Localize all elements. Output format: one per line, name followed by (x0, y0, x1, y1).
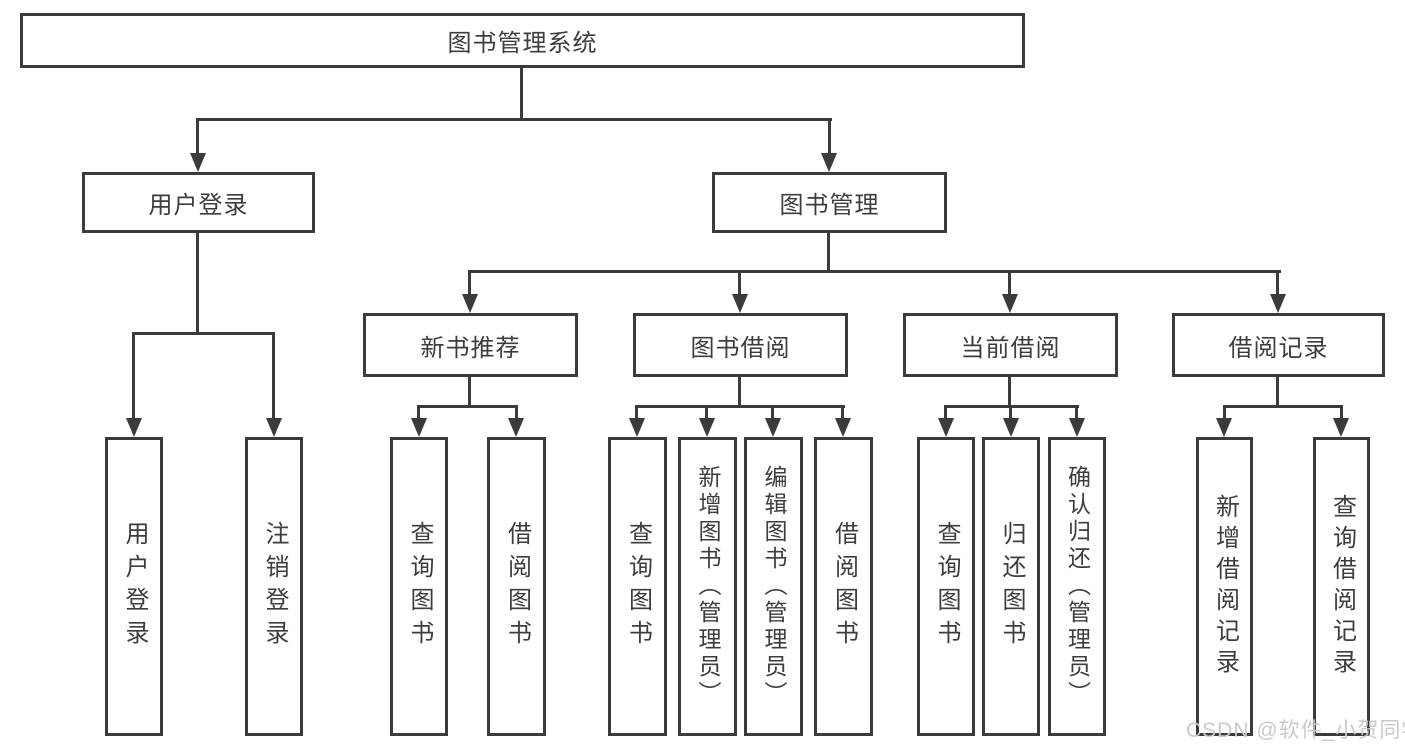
connector-level3-branch (468, 270, 1281, 273)
connector-cb1-drop (944, 405, 947, 418)
connector-borrow-drop (738, 270, 741, 294)
connector-rr1-drop (1223, 405, 1226, 418)
leaf-borrow-query-books: 查询图书 (608, 437, 667, 736)
connector-bb4-drop (841, 405, 844, 418)
csdn-watermark: CSDN @软件_小贺同学 (1186, 719, 1405, 742)
node-label: 图书管理 (779, 192, 880, 219)
leaf-label: 新增图书（管理员） (695, 465, 721, 708)
connector-logout-leaf-drop (272, 332, 275, 418)
arrowhead-current (1002, 294, 1018, 313)
arrowhead-records (1270, 294, 1286, 313)
node-library-management-system: 图书管理系统 (20, 13, 1025, 68)
connector-recommend-stem (468, 377, 471, 408)
node-label: 图书管理系统 (447, 30, 598, 57)
arrowhead-bb2 (699, 418, 715, 437)
connector-records-branch (1223, 405, 1343, 408)
leaf-current-query-books: 查询图书 (917, 437, 975, 736)
arrowhead-login-leaf (126, 418, 142, 437)
leaf-add-books-admin: 新增图书（管理员） (678, 437, 737, 736)
leaf-user-login: 用户登录 (105, 437, 163, 736)
leaf-logout: 注销登录 (245, 437, 303, 736)
arrowhead-rr1 (1216, 418, 1232, 437)
node-borrow-records: 借阅记录 (1172, 313, 1385, 377)
node-book-management: 图书管理 (712, 172, 947, 233)
leaf-confirm-return-admin: 确认归还（管理员） (1048, 437, 1106, 736)
leaf-label: 查询图书 (933, 520, 960, 653)
leaf-label: 借阅图书 (503, 520, 531, 653)
node-book-borrow: 图书借阅 (633, 313, 848, 377)
connector-borrow-branch (635, 405, 845, 408)
arrowhead-cb2 (1003, 418, 1019, 437)
arrowhead-rec-query (411, 418, 427, 437)
leaf-label: 归还图书 (998, 520, 1025, 653)
arrowhead-bb4 (835, 418, 851, 437)
leaf-label: 用户登录 (121, 520, 148, 653)
leaf-query-borrow-record: 查询借阅记录 (1313, 437, 1370, 736)
leaf-label: 编辑图书（管理员） (761, 465, 787, 708)
connector-bb1-drop (635, 405, 638, 418)
connector-rr2-drop (1340, 405, 1343, 418)
leaf-label: 注销登录 (261, 520, 288, 653)
node-user-login: 用户登录 (82, 172, 315, 233)
arrowhead-cb1 (938, 418, 954, 437)
connector-current-drop (1008, 270, 1011, 294)
node-label: 图书借阅 (690, 334, 791, 362)
leaf-add-borrow-record: 新增借阅记录 (1196, 437, 1253, 736)
connector-book-mgmt-stem (827, 232, 830, 273)
leaf-edit-books-admin: 编辑图书（管理员） (744, 437, 803, 736)
connector-root-stem (520, 68, 523, 121)
arrowhead-user-login (190, 153, 206, 172)
connector-recommend-branch (417, 405, 518, 408)
arrowhead-recommend (462, 294, 478, 313)
connector-rec-query-drop (417, 405, 420, 418)
connector-recommend-drop (468, 270, 471, 294)
connector-book-mgmt-drop (828, 118, 831, 154)
connector-user-login-branch (132, 332, 275, 335)
connector-login-leaf-drop (132, 332, 135, 418)
connector-user-login-drop (196, 118, 199, 154)
connector-bb2-drop (705, 405, 708, 418)
leaf-recommend-borrow-books: 借阅图书 (487, 437, 546, 736)
arrowhead-bb1 (629, 418, 645, 437)
leaf-label: 确认归还（管理员） (1064, 465, 1091, 708)
leaf-label: 查询图书 (624, 520, 652, 653)
connector-cb2-drop (1009, 405, 1012, 418)
arrowhead-book-mgmt (821, 153, 837, 172)
node-current-borrow: 当前借阅 (903, 313, 1118, 377)
node-label: 借阅记录 (1228, 334, 1329, 362)
node-new-book-recommend: 新书推荐 (363, 313, 578, 377)
connector-user-login-stem (196, 232, 199, 335)
connector-bb3-drop (771, 405, 774, 418)
node-label: 用户登录 (148, 192, 249, 219)
leaf-label: 查询图书 (406, 520, 433, 653)
arrowhead-rr2 (1333, 418, 1349, 437)
arrowhead-bb3 (765, 418, 781, 437)
leaf-label: 新增借阅记录 (1211, 493, 1239, 680)
leaf-borrow-books: 借阅图书 (814, 437, 873, 736)
arrowhead-rec-borrow (508, 418, 524, 437)
connector-current-stem (1008, 377, 1011, 408)
arrowhead-logout-leaf (266, 418, 282, 437)
connector-cb3-drop (1075, 405, 1078, 418)
connector-borrow-stem (738, 377, 741, 408)
leaf-recommend-query-books: 查询图书 (390, 437, 448, 736)
node-label: 新书推荐 (420, 334, 521, 362)
leaf-return-books: 归还图书 (982, 437, 1040, 736)
node-label: 当前借阅 (960, 334, 1061, 362)
connector-records-drop (1276, 270, 1279, 294)
connector-rec-borrow-drop (515, 405, 518, 418)
connector-level2-branch (196, 118, 832, 121)
arrowhead-cb3 (1069, 418, 1085, 437)
connector-records-stem (1276, 377, 1279, 408)
arrowhead-borrow (732, 294, 748, 313)
leaf-label: 借阅图书 (830, 520, 858, 653)
leaf-label: 查询借阅记录 (1328, 493, 1356, 680)
